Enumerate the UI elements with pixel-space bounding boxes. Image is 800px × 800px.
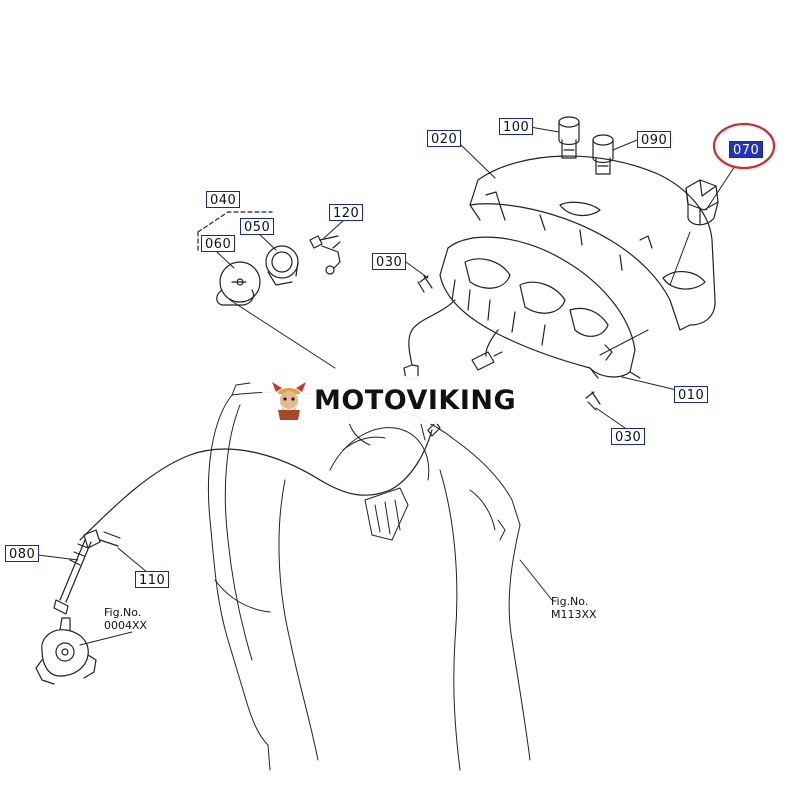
part-label-060: 060 [201,235,236,252]
part-label-090: 090 [637,131,672,148]
fig-ref-left-line1: Fig.No. [104,606,142,619]
socket-100-drawing [558,116,580,159]
part-label-030-top: 030 [372,253,407,270]
screw-030-top-drawing [417,275,433,293]
part-label-040: 040 [206,191,241,208]
connector-070-drawing [685,179,719,226]
part-label-080: 080 [5,545,40,562]
group-040-bracket [197,211,273,253]
part-label-010: 010 [674,386,709,403]
dash-cowl-drawing [208,382,531,771]
fig-ref-right: Fig.No. M113XX [551,595,597,621]
part-label-120: 120 [329,204,364,221]
fig-ref-left-line2: 0004XX [104,619,148,632]
gauge-050-drawing [265,245,299,286]
fig-ref-right-line2: M113XX [551,608,597,621]
part-label-070[interactable]: 070 [729,141,764,158]
part-label-110: 110 [135,571,170,588]
socket-090-drawing [592,134,614,175]
part-label-030-bottom: 030 [611,428,646,445]
part-label-100: 100 [499,118,534,135]
fig-ref-right-line1: Fig.No. [551,595,589,608]
key-switch-120-drawing [309,235,341,275]
watermark-brand-text: MOTOVIKING [314,384,517,416]
highlight-circle [712,122,776,170]
watermark: MOTOVIKING [262,376,536,424]
viking-mascot-icon [272,382,306,420]
speedometer-cable-drawing [53,421,441,615]
cluster-housing-drawing [469,155,716,331]
fig-ref-left: Fig.No. 0004XX [104,606,147,632]
cluster-body-drawing [439,236,641,379]
gauge-060-drawing [216,261,261,306]
part-label-050: 050 [240,218,275,235]
wiring-harness-drawing [403,299,503,381]
leader-lines [37,126,736,646]
drive-unit-drawing [35,617,97,685]
screw-030-bottom-drawing [585,391,601,411]
part-label-020: 020 [427,130,462,147]
